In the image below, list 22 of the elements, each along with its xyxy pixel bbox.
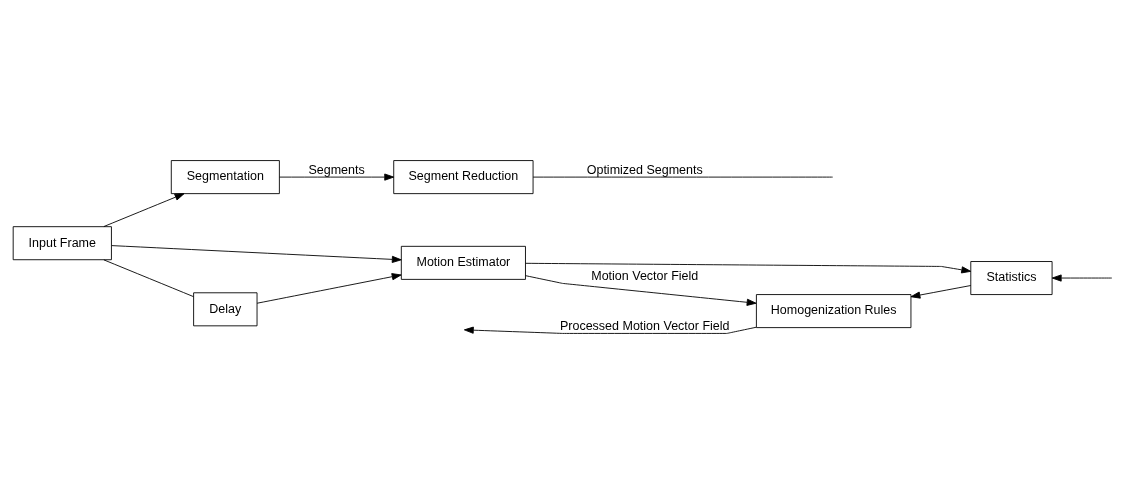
arrow <box>525 274 757 306</box>
connector <box>532 176 834 178</box>
arrow <box>910 284 972 299</box>
edge-label: Processed Motion Vector Field <box>559 318 730 333</box>
node-box: Segment Reduction <box>393 159 534 194</box>
node-box: Homogenization Rules <box>755 293 912 328</box>
connector <box>103 258 194 297</box>
node-box: Input Frame <box>12 225 112 260</box>
arrow <box>111 244 402 263</box>
arrow <box>1051 273 1113 282</box>
arrow <box>103 192 185 227</box>
node-box: Delay <box>193 291 258 326</box>
arrow <box>279 173 395 181</box>
arrow <box>463 326 757 334</box>
edge-label: Optimized Segments <box>586 162 703 177</box>
node-box: Statistics <box>970 260 1053 295</box>
edge-label: Segments <box>308 162 365 177</box>
node-box: Motion Estimator <box>400 245 526 280</box>
edge-label: Motion Vector Field <box>591 268 699 283</box>
arrow <box>525 262 972 273</box>
node-box: Segmentation <box>170 159 280 194</box>
arrow <box>256 272 402 304</box>
